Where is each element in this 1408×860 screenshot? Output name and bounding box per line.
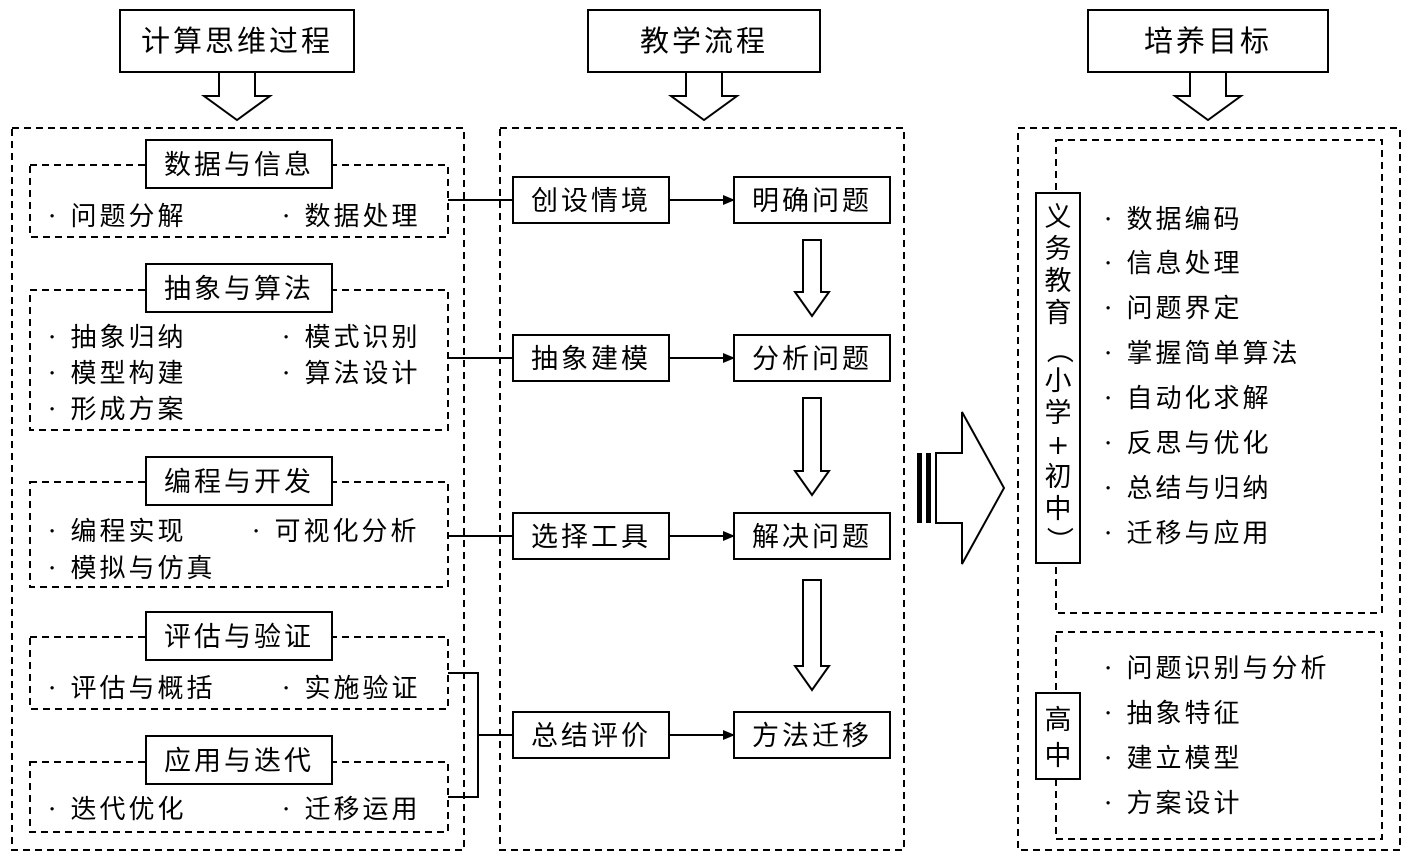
flow-row-1: 创设情境 明确问题 xyxy=(512,176,891,224)
flow-result: 分析问题 xyxy=(752,344,872,375)
flow-step: 总结评价 xyxy=(531,721,651,752)
stage-label-char: 义 xyxy=(1045,202,1072,233)
group-item: · 可视化分析 xyxy=(252,517,420,547)
stage-label-char: 小 xyxy=(1045,366,1072,397)
stage-label-char: + xyxy=(1047,430,1070,461)
group-title: 数据与信息 xyxy=(164,150,314,181)
group-title: 抽象与算法 xyxy=(164,274,314,305)
goal-item: · 问题界定 xyxy=(1104,294,1243,324)
flow-row-4: 总结评价 方法迁移 xyxy=(512,711,891,759)
goal-item: · 抽象特征 xyxy=(1104,699,1243,729)
header-middle-group: 教学流程 xyxy=(587,9,821,122)
left-group-abstraction-algorithm: 抽象与算法 · 抽象归纳 · 模式识别 · 模型构建 · 算法设计 · 形成方案 xyxy=(29,263,449,431)
left-group-programming: 编程与开发 · 编程实现 · 可视化分析 · 模拟与仿真 xyxy=(29,456,449,588)
flow-result: 方法迁移 xyxy=(752,721,872,752)
stage-label-char: 务 xyxy=(1045,234,1072,265)
down-arrow-icon xyxy=(1171,71,1245,122)
middle-panel xyxy=(499,127,905,851)
goal-item: · 问题识别与分析 xyxy=(1104,654,1330,684)
connector-bracket xyxy=(448,672,513,798)
group-title: 应用与迭代 xyxy=(164,746,314,777)
stage-label-char: （ xyxy=(1043,337,1074,364)
flow-step: 创设情境 xyxy=(531,186,651,217)
group-title: 编程与开发 xyxy=(164,467,314,498)
goal-item: · 信息处理 xyxy=(1104,249,1243,279)
flow-result: 解决问题 xyxy=(752,522,872,553)
stage-label-char: 育 xyxy=(1045,298,1072,329)
header-left: 计算思维过程 xyxy=(141,24,333,58)
group-item: · 迭代优化 xyxy=(48,795,187,825)
group-item: · 实施验证 xyxy=(282,674,421,704)
goal-item: · 反思与优化 xyxy=(1104,429,1272,459)
goal-item: · 迁移与应用 xyxy=(1104,519,1272,549)
group-item: · 问题分解 xyxy=(48,202,187,232)
down-arrow-icon xyxy=(667,71,741,122)
header-right-group: 培养目标 xyxy=(1087,9,1329,122)
group-item: · 数据处理 xyxy=(282,202,421,232)
flow-row-2: 抽象建模 分析问题 xyxy=(512,334,891,382)
group-title: 评估与验证 xyxy=(164,622,314,653)
left-panel xyxy=(11,127,465,851)
group-item: · 编程实现 xyxy=(48,517,187,547)
header-middle: 教学流程 xyxy=(640,24,768,58)
flow-row-3: 选择工具 解决问题 xyxy=(512,512,891,560)
group-item: · 模型构建 xyxy=(48,359,187,389)
group-item: · 模拟与仿真 xyxy=(48,554,216,584)
stage-label-char: 中 xyxy=(1045,741,1072,772)
goals-compulsory: 义 务 教 育 （ 小 学 + 初 中 ） · 数据编码 · 信息处理 · 问题… xyxy=(1035,139,1383,614)
big-right-arrow-icon xyxy=(917,411,1006,565)
group-item: · 评估与概括 xyxy=(48,674,216,704)
left-group-application: 应用与迭代 · 迭代优化 · 迁移运用 xyxy=(29,735,449,833)
goal-item: · 数据编码 xyxy=(1104,205,1243,235)
hollow-down-arrow-icon xyxy=(793,239,831,318)
left-group-evaluation: 评估与验证 · 评估与概括 · 实施验证 xyxy=(29,611,449,710)
stage-label-char: 教 xyxy=(1045,266,1072,297)
group-item: · 算法设计 xyxy=(282,359,421,389)
goal-item: · 总结与归纳 xyxy=(1104,474,1272,504)
group-item: · 抽象归纳 xyxy=(48,323,187,353)
header-right: 培养目标 xyxy=(1144,24,1272,58)
goal-item: · 自动化求解 xyxy=(1104,384,1272,414)
stage-label-char: 初 xyxy=(1045,462,1072,493)
stage-label-char: ） xyxy=(1043,527,1074,554)
header-left-group: 计算思维过程 xyxy=(119,9,355,122)
down-arrow-icon xyxy=(200,71,274,122)
goal-item: · 掌握简单算法 xyxy=(1104,339,1301,369)
goals-high-school: 高 中 · 问题识别与分析 · 抽象特征 · 建立模型 · 方案设计 xyxy=(1035,631,1383,840)
group-item: · 形成方案 xyxy=(48,395,187,425)
stage-label-char: 学 xyxy=(1045,398,1072,429)
hollow-down-arrow-icon xyxy=(793,397,831,497)
flow-step: 抽象建模 xyxy=(531,344,651,375)
flow-result: 明确问题 xyxy=(752,186,872,217)
stage-label-char: 中 xyxy=(1045,494,1072,525)
goal-item: · 方案设计 xyxy=(1104,789,1243,819)
goal-item: · 建立模型 xyxy=(1104,744,1243,774)
group-item: · 迁移运用 xyxy=(282,795,421,825)
group-item: · 模式识别 xyxy=(282,323,421,353)
hollow-down-arrow-icon xyxy=(793,579,831,692)
stage-label-char: 高 xyxy=(1045,705,1072,736)
flow-step: 选择工具 xyxy=(531,522,651,553)
left-group-data-info: 数据与信息 · 问题分解 · 数据处理 xyxy=(29,139,449,238)
